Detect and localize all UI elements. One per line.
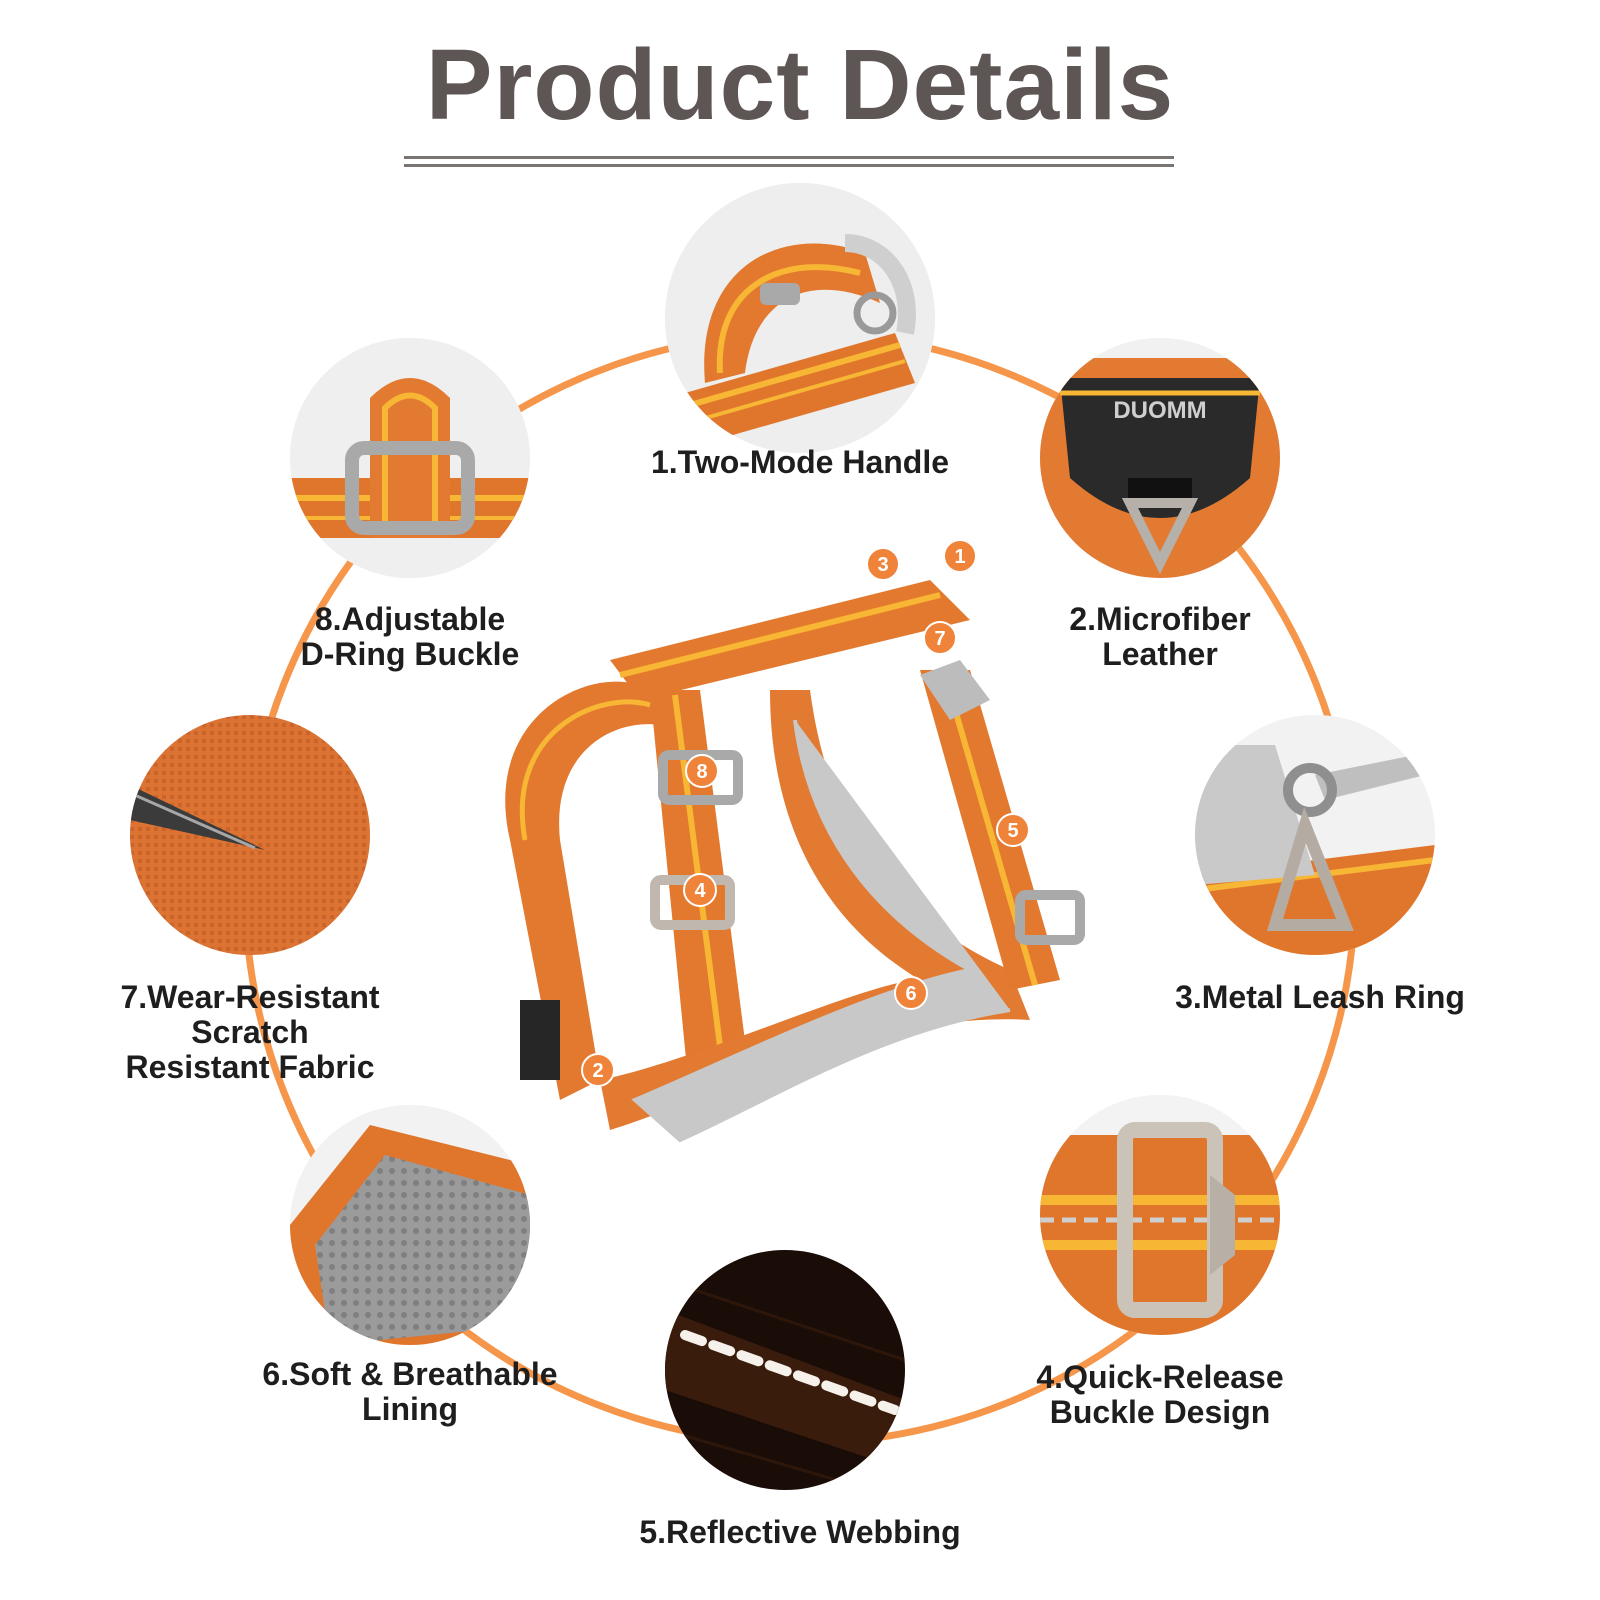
marker-3-label: 3	[877, 554, 888, 576]
title-underline-bottom	[404, 164, 1174, 167]
marker-7	[923, 621, 957, 655]
marker-8	[685, 754, 719, 788]
leash-ring-closeup-image	[1195, 715, 1435, 955]
reflective-webbing-closeup-icon	[665, 1250, 905, 1490]
brand-logo-text: DUOMM	[1113, 397, 1206, 424]
feature-label-leash-ring: 3.Metal Leash Ring	[1175, 979, 1465, 1015]
reflective-webbing-closeup-image	[665, 1250, 905, 1490]
leather-closeup-image: DUOMM	[1040, 338, 1280, 578]
feature-label-mesh-lining: 6.Soft & Breathable Lining	[262, 1356, 558, 1427]
leather-patch-closeup-icon: DUOMM	[1040, 338, 1280, 578]
feature-label-buckle: 4.Quick-Release Buckle Design	[1036, 1359, 1284, 1430]
feature-label-fabric: 7.Wear-Resistant Scratch Resistant Fabri…	[120, 979, 380, 1085]
harness-product-image: 1 2 3 4 5 6 7 8	[505, 540, 1085, 1143]
marker-4	[683, 873, 717, 907]
feature-label-d-ring: 8.Adjustable D-Ring Buckle	[300, 601, 520, 672]
handle-closeup-image	[665, 183, 935, 453]
mesh-lining-closeup-image	[290, 1105, 530, 1345]
mesh-lining-closeup-icon	[290, 1105, 530, 1345]
page-title: Product Details	[425, 29, 1175, 141]
d-ring-closeup-image	[290, 338, 530, 578]
leash-ring-closeup-icon	[1195, 715, 1435, 955]
marker-3	[866, 547, 900, 581]
marker-1-label: 1	[954, 546, 965, 568]
marker-6	[894, 976, 928, 1010]
handle-closeup-icon	[665, 183, 935, 453]
buckle-closeup-icon	[1040, 1095, 1280, 1335]
marker-4-label: 4	[694, 880, 706, 902]
marker-8-label: 8	[696, 761, 707, 783]
marker-2-label: 2	[592, 1060, 603, 1082]
marker-5-label: 5	[1007, 820, 1018, 842]
feature-label-leather: 2.Microfiber Leather	[1069, 601, 1251, 672]
title-underline-top	[404, 156, 1174, 159]
feature-label-handle: 1.Two-Mode Handle	[650, 444, 950, 480]
marker-5	[996, 813, 1030, 847]
marker-7-label: 7	[934, 628, 945, 650]
fabric-closeup-image	[130, 715, 370, 955]
marker-6-label: 6	[905, 983, 916, 1005]
feature-label-reflective-webbing: 5.Reflective Webbing	[639, 1514, 961, 1550]
marker-2	[581, 1053, 615, 1087]
fabric-closeup-icon	[130, 715, 370, 955]
d-ring-closeup-icon	[290, 338, 530, 578]
buckle-closeup-image	[1040, 1095, 1280, 1335]
marker-1	[943, 540, 977, 573]
